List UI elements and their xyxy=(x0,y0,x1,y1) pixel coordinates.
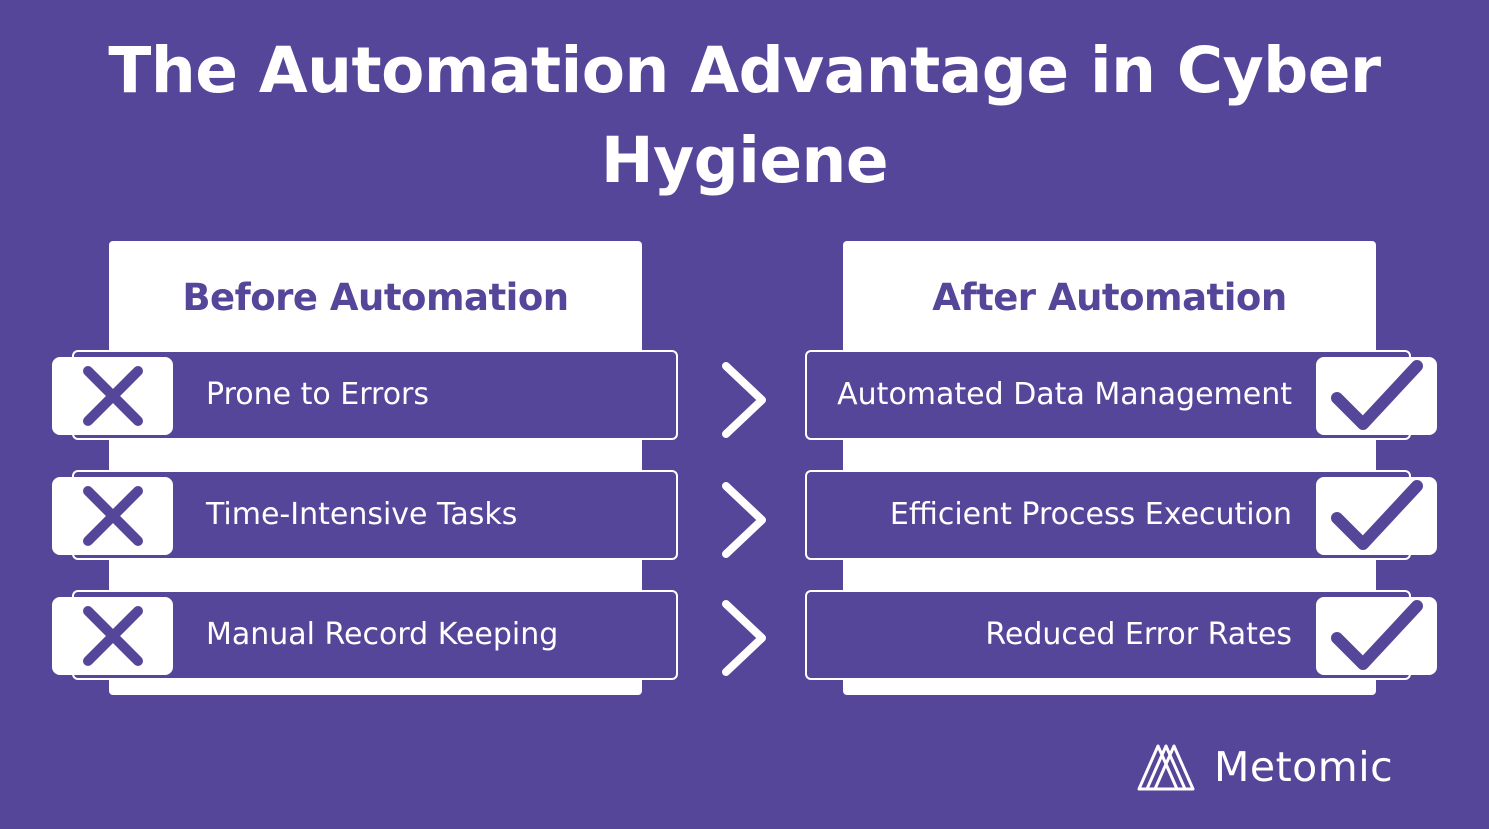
after-item-label: Efficient Process Execution xyxy=(889,497,1292,532)
before-item-3: Manual Record Keeping xyxy=(72,590,678,680)
x-icon xyxy=(52,477,173,555)
metomic-logo-icon xyxy=(1137,744,1195,791)
chevron-right-icon xyxy=(722,482,766,558)
before-item-1: Prone to Errors xyxy=(72,350,678,440)
x-icon xyxy=(52,597,173,675)
checkmark-icon xyxy=(1316,597,1437,675)
after-item-label: Reduced Error Rates xyxy=(985,617,1292,652)
brand-name: Metomic xyxy=(1214,743,1394,791)
before-heading: Before Automation xyxy=(182,276,569,319)
before-item-label: Time-Intensive Tasks xyxy=(206,497,518,532)
after-item-2: Efficient Process Execution xyxy=(805,470,1411,560)
before-item-label: Prone to Errors xyxy=(206,377,430,412)
checkmark-icon xyxy=(1316,477,1437,555)
after-item-label: Automated Data Management xyxy=(837,377,1292,412)
x-icon xyxy=(52,357,173,435)
chevron-right-icon xyxy=(722,362,766,438)
after-item-1: Automated Data Management xyxy=(805,350,1411,440)
brand: Metomic xyxy=(1136,740,1393,794)
after-heading: After Automation xyxy=(932,276,1287,319)
before-item-label: Manual Record Keeping xyxy=(206,617,559,652)
checkmark-icon xyxy=(1316,357,1437,435)
before-item-2: Time-Intensive Tasks xyxy=(72,470,678,560)
after-item-3: Reduced Error Rates xyxy=(805,590,1411,680)
chevron-right-icon xyxy=(722,600,766,676)
page-title: The Automation Advantage in Cyber Hygien… xyxy=(108,34,1381,197)
